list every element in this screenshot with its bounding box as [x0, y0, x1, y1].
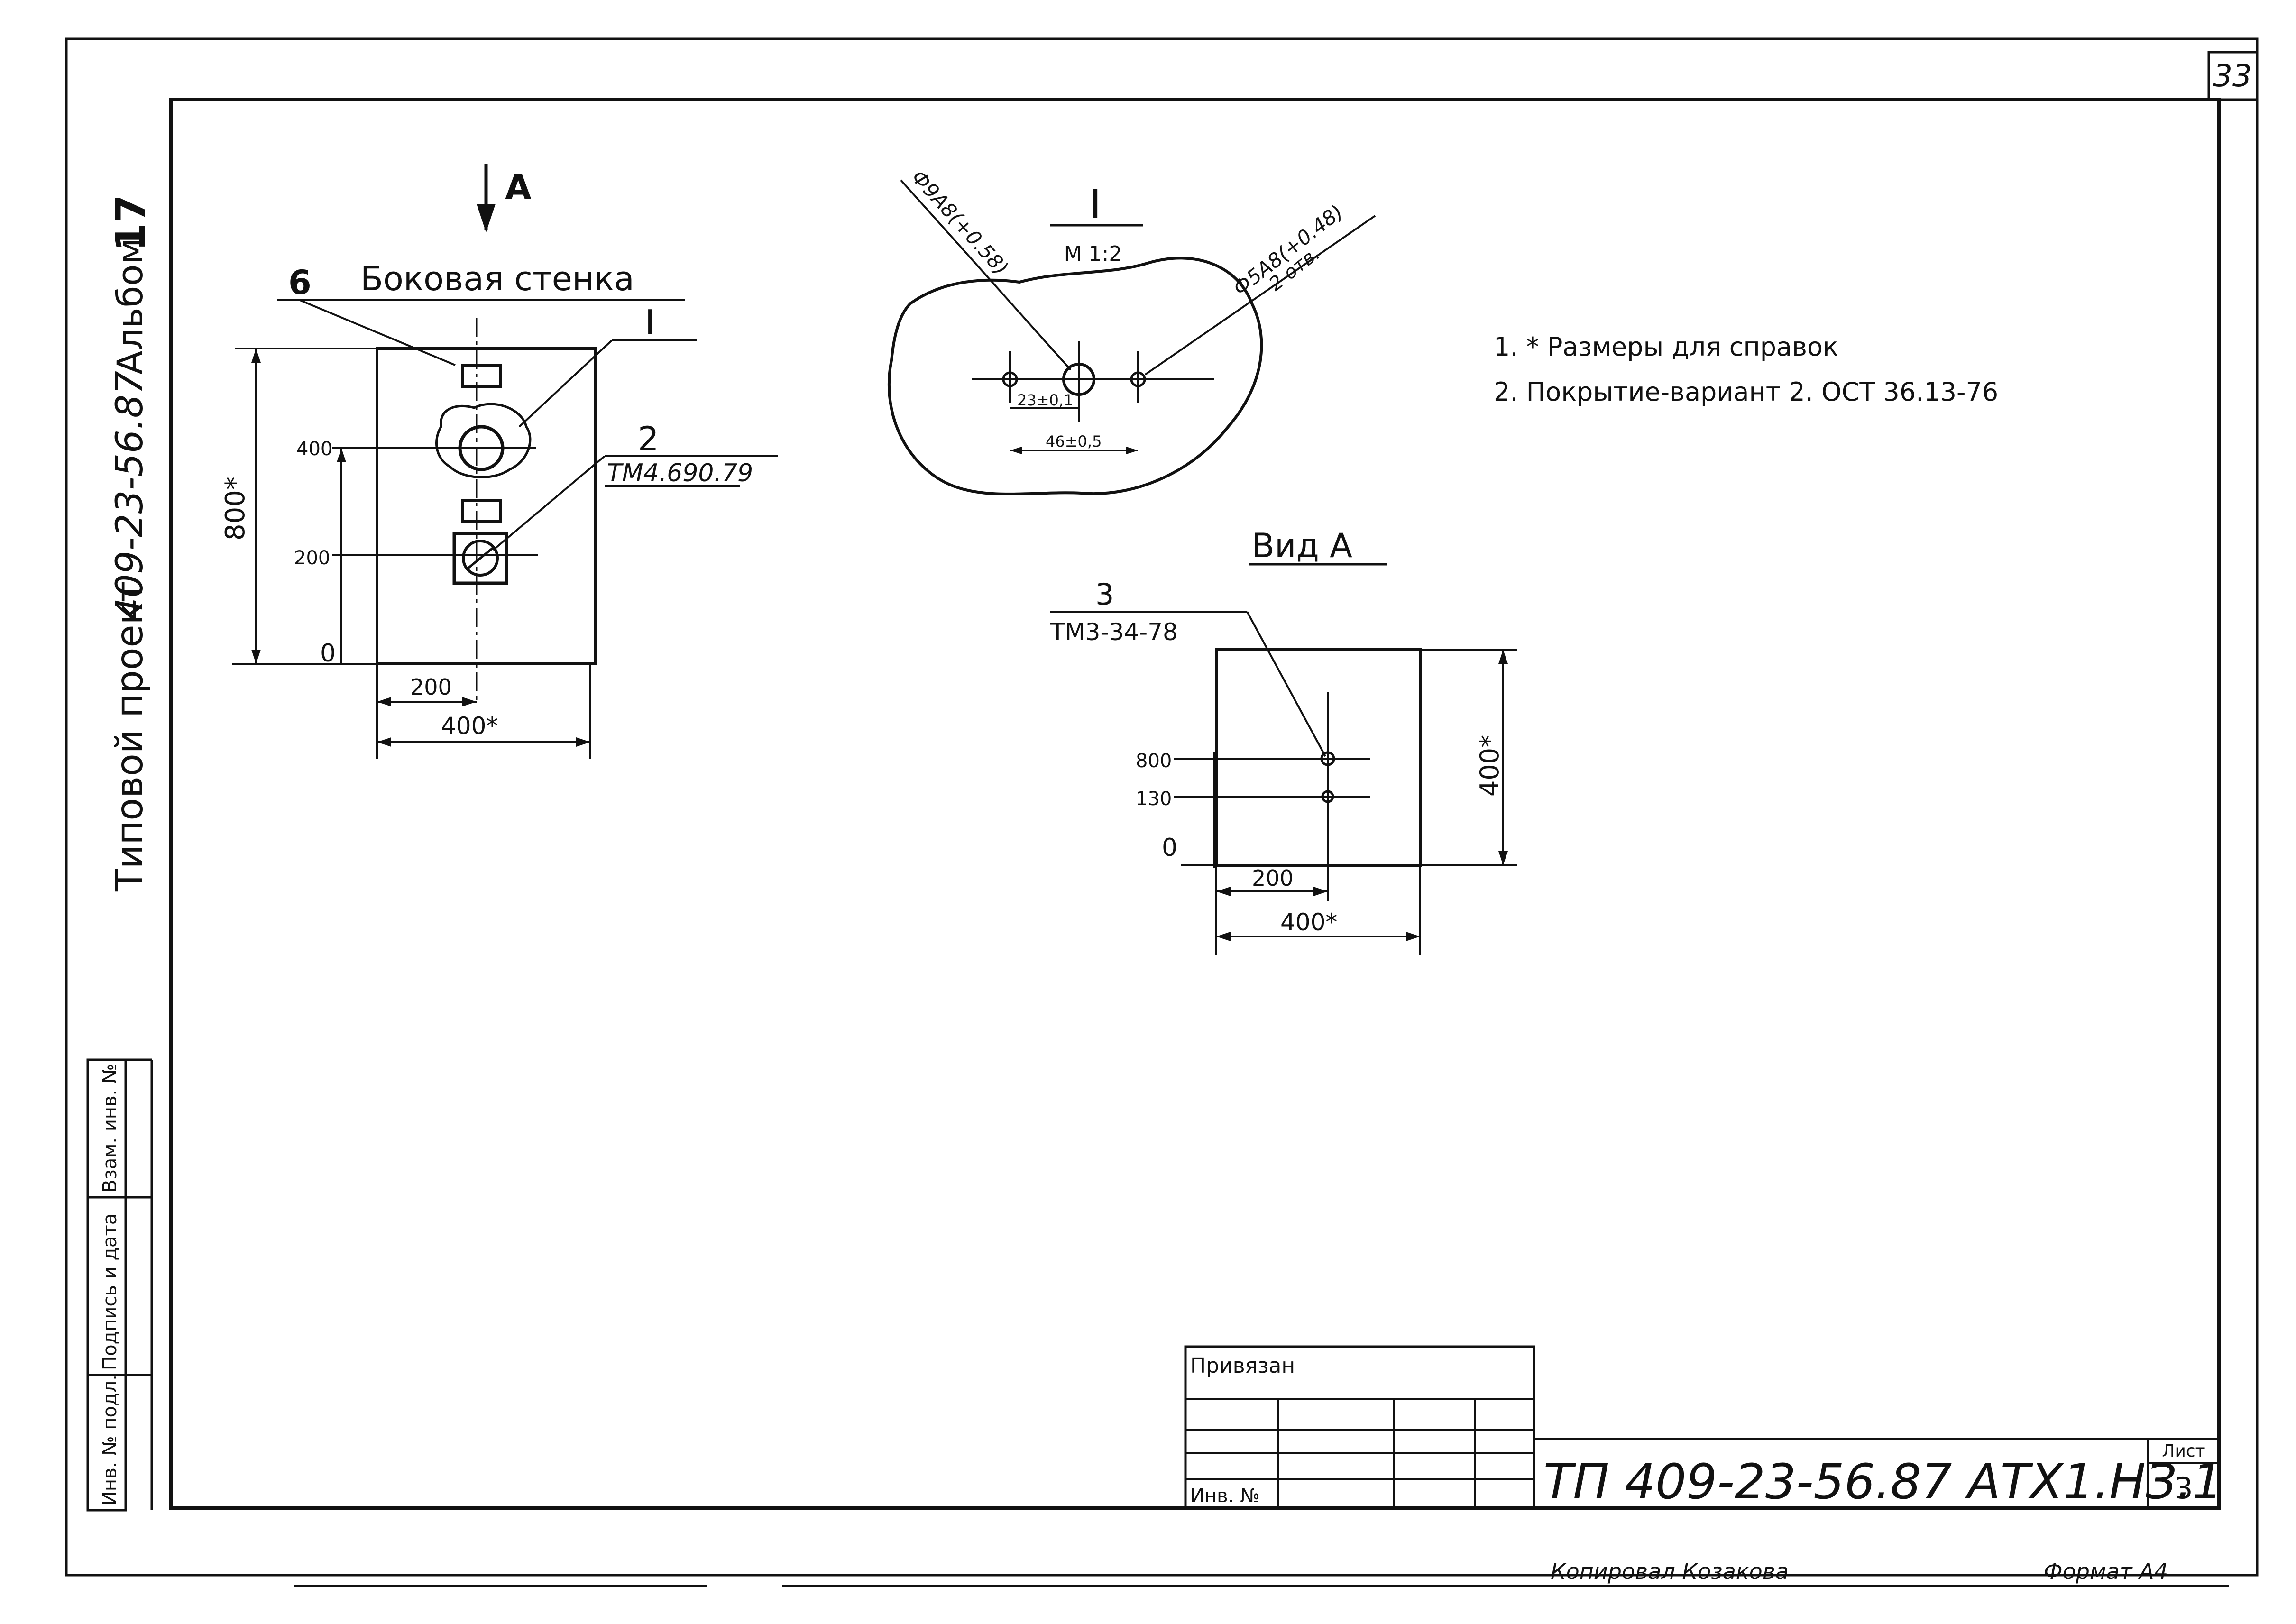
dim-A-width-400: 400* [1280, 908, 1337, 936]
dim-0: 0 [320, 639, 336, 668]
inv-label: Инв. № [1190, 1485, 1260, 1507]
dim-width-200: 200 [410, 674, 452, 700]
dim-23: 23±0,1 [1017, 391, 1073, 409]
device-symbol [462, 540, 499, 577]
dim-width-400: 400* [441, 712, 498, 740]
detail-I: I М 1:2 Ф9А8(+0.58) Ф5А8(+0.48) 2 отв. 2… [887, 165, 1376, 495]
footer: Копировал Козакова Формат А4 [294, 1559, 2229, 1587]
callout-3-leader [1246, 611, 1326, 757]
side-wall-view: А 6 Боковая стенка I 2 ТМ4.690.79 [220, 164, 778, 759]
dim-400: 400 [296, 438, 332, 460]
note-2: 2. Покрытие-вариант 2. ОСТ 36.13-76 [1494, 377, 1998, 407]
bound-label: Привязан [1190, 1354, 1295, 1378]
stamp-signature-date: Подпись и дата [99, 1213, 121, 1370]
dim-46: 46±0,5 [1046, 432, 1102, 450]
callout-I: I [645, 303, 655, 342]
callout-6: 6 [288, 263, 312, 302]
view-A-title: Вид А [1252, 526, 1352, 565]
view-A-hole-lower [1321, 790, 1334, 803]
dim-A-height-400: 400* [1475, 735, 1505, 797]
view-A-hole-upper [1320, 751, 1335, 766]
view-arrow-a-head [477, 204, 496, 232]
callout-2: 2 [638, 420, 659, 459]
detail-I-cloud [887, 257, 1263, 495]
side-column: Типовой проект 409-23-56.87 Альбом 17 Ин… [86, 194, 155, 1512]
stamp-inv-orig: Инв. № подл. [99, 1375, 121, 1505]
approval-stamp: Инв. № подл. Подпись и дата Взам. инв. № [86, 1058, 153, 1512]
stamp-replaced-inv: Взам. инв. № [99, 1064, 121, 1193]
project-code: 409-23-56.87 [109, 371, 151, 621]
sheet-number: 33 [2213, 59, 2251, 94]
view-A-outline [1215, 648, 1422, 867]
paper-format: Формат А4 [2044, 1559, 2168, 1584]
detail-I-scale: М 1:2 [1064, 242, 1122, 266]
album-label: Альбом [110, 238, 151, 375]
dim-A-130: 130 [1136, 788, 1172, 810]
device-box [452, 532, 508, 585]
sheet-label: Лист [2162, 1441, 2205, 1461]
side-wall-title: Боковая стенка [360, 259, 634, 298]
dim-height-800: 800* [220, 477, 251, 541]
view-arrow-label: А [505, 167, 532, 207]
dim-A-width-200: 200 [1252, 865, 1294, 891]
title-block: Привязан Инв. № ТП 409-23-56.87 АТХ1.НЗ.… [1184, 1345, 2223, 1510]
detail-I-title: I [1090, 181, 1102, 228]
wall-cutout-mid [461, 499, 502, 523]
dim-A-0: 0 [1162, 834, 1177, 862]
copied-by: Копировал Козакова [1551, 1559, 1789, 1584]
callout-3: 3 [1095, 577, 1114, 612]
callout-6-leader [298, 299, 456, 366]
detail-I-cloud-marker [435, 403, 532, 478]
document-code: ТП 409-23-56.87 АТХ1.НЗ.1 [1543, 1454, 2223, 1510]
callout-I-leader [518, 339, 613, 428]
hole-small-leader [1144, 215, 1376, 376]
detail-hole-small-right [1130, 371, 1146, 387]
notes: 1. * Размеры для справок 2. Покрытие-вар… [1494, 332, 1998, 407]
sheet-value: 3 [2174, 1471, 2193, 1505]
view-A: Вид А 3 ТМ3-34-78 800 130 0 400* 200 [1050, 526, 1517, 955]
album-number: 17 [107, 194, 155, 251]
callout-3-ref: ТМ3-34-78 [1050, 618, 1178, 646]
dim-200: 200 [294, 547, 330, 569]
side-wall-outline [376, 347, 597, 665]
detail-hole-small-left [1002, 371, 1018, 387]
callout-2-leader [492, 455, 606, 551]
callout-2-ref: ТМ4.690.79 [607, 459, 753, 487]
wall-cutout-top [461, 364, 502, 388]
hole-large-label: Ф9А8(+0.58) [907, 165, 1013, 280]
detail-hole-large [1062, 363, 1095, 396]
note-1: 1. * Размеры для справок [1494, 332, 1838, 362]
project-label: Типовой проект [109, 581, 151, 892]
hole-large-leader [900, 179, 1072, 371]
dim-A-800: 800 [1136, 750, 1172, 772]
